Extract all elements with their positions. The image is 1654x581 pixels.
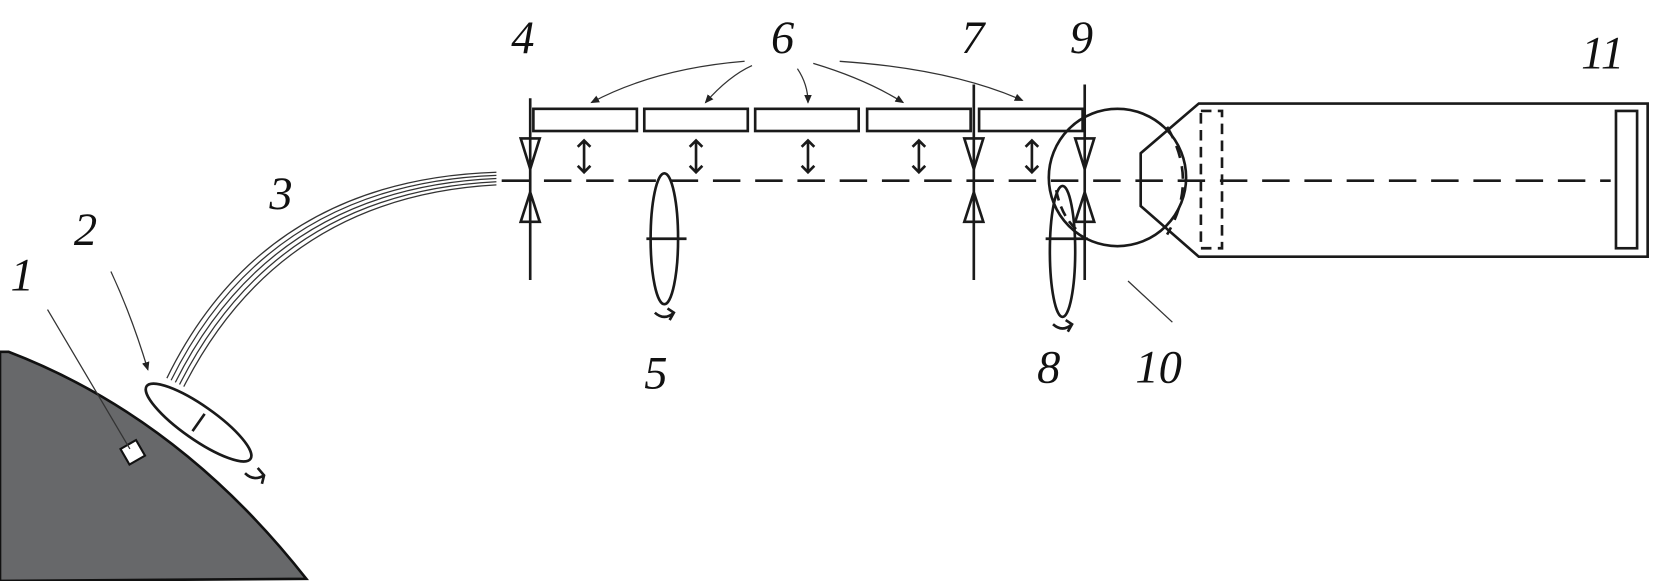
filters-6 bbox=[532, 107, 1084, 133]
circle-10-dashed-part bbox=[1054, 189, 1079, 232]
label-2: 2 bbox=[74, 205, 97, 256]
lens-8 bbox=[1045, 184, 1088, 333]
object-1-square bbox=[119, 438, 147, 466]
label-6: 6 bbox=[771, 13, 794, 64]
planet-surface bbox=[0, 350, 309, 581]
label-4: 4 bbox=[511, 13, 534, 64]
label-7: 7 bbox=[961, 13, 986, 64]
filter-move-arrows bbox=[576, 138, 1040, 175]
leaders-6 bbox=[590, 60, 1024, 104]
label-11: 11 bbox=[1581, 29, 1624, 80]
fiber-bundle-3 bbox=[166, 171, 497, 387]
label-10: 10 bbox=[1135, 342, 1181, 393]
label-8: 8 bbox=[1037, 342, 1060, 393]
relay-element-10 bbox=[1047, 107, 1188, 248]
camera-11 bbox=[1139, 102, 1649, 259]
objective-lens-2 bbox=[144, 382, 253, 463]
leader-1 bbox=[46, 309, 131, 450]
label-5: 5 bbox=[644, 349, 667, 400]
label-1: 1 bbox=[11, 251, 34, 302]
label-9: 9 bbox=[1070, 13, 1093, 64]
leader-10 bbox=[1127, 280, 1173, 323]
aperture-stop-7 bbox=[962, 84, 986, 280]
label-3: 3 bbox=[268, 169, 292, 220]
lens-5 bbox=[646, 171, 687, 321]
rotation-arrow-2 bbox=[244, 467, 266, 485]
aperture-stop-4 bbox=[518, 98, 542, 280]
leader-2 bbox=[110, 271, 150, 371]
